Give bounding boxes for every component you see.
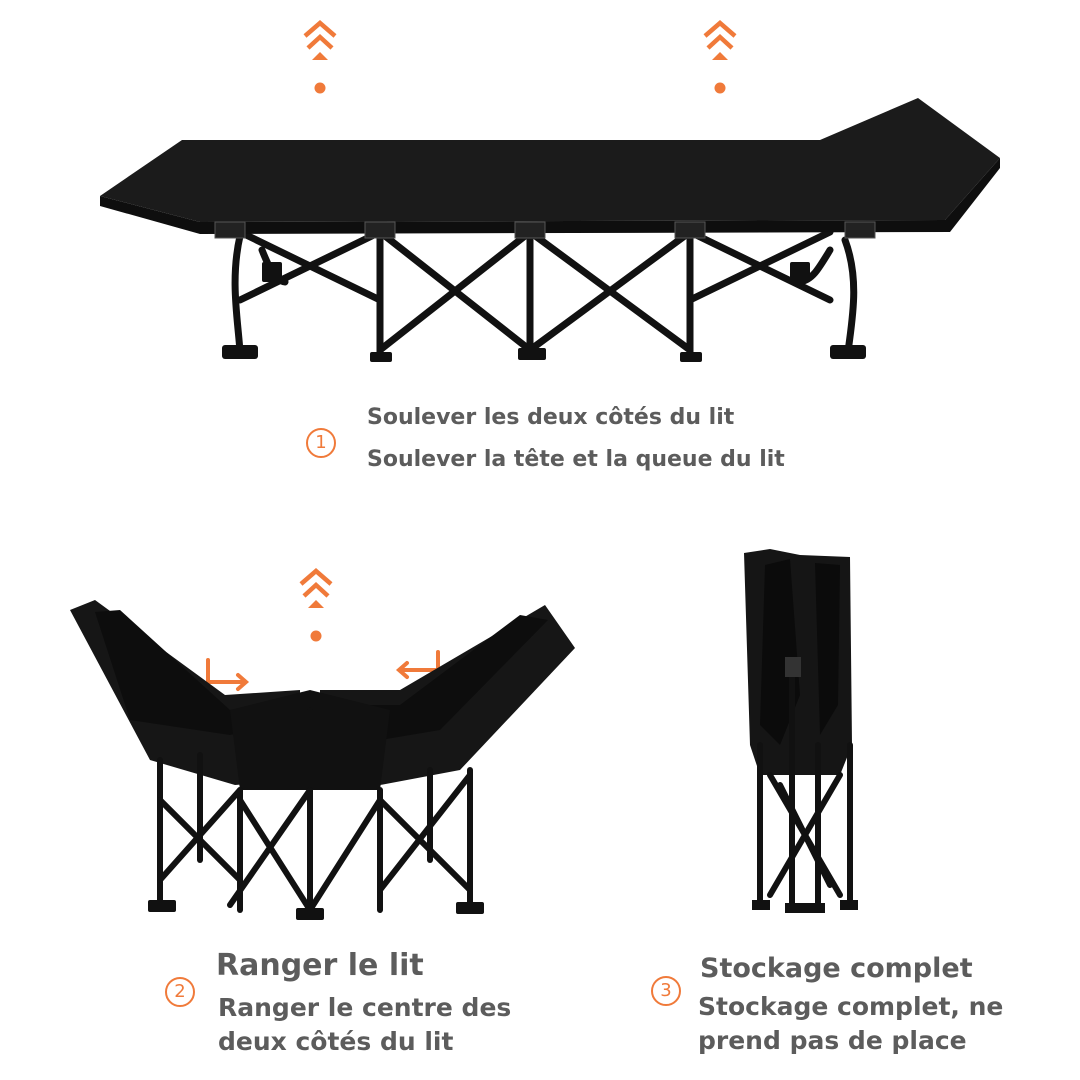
step-1-line-2: Soulever la tête et la queue du lit (367, 447, 785, 472)
step-3-title: Stockage complet (700, 953, 973, 984)
step-1-badge: 1 (306, 428, 336, 458)
step-2-title: Ranger le lit (216, 948, 424, 983)
step-3-line-2: prend pas de place (698, 1026, 967, 1055)
step-1-line-1: Soulever les deux côtés du lit (367, 405, 735, 430)
folded-cot-image (744, 549, 858, 913)
step-3-badge: 3 (651, 976, 681, 1006)
lift-up-arrow-icon (705, 23, 735, 94)
step-2-badge: 2 (165, 977, 195, 1007)
step-2-line-2: deux côtés du lit (218, 1027, 454, 1056)
open-cot-image (100, 0, 1000, 362)
lift-up-arrow-icon (305, 23, 335, 94)
folding-cot-image (70, 560, 575, 920)
lift-up-arrow-icon (301, 571, 331, 642)
step-2-line-1: Ranger le centre des (218, 993, 512, 1022)
step-3-line-1: Stockage complet, ne (698, 992, 1004, 1021)
fold-in-arrow-icon (206, 658, 250, 691)
